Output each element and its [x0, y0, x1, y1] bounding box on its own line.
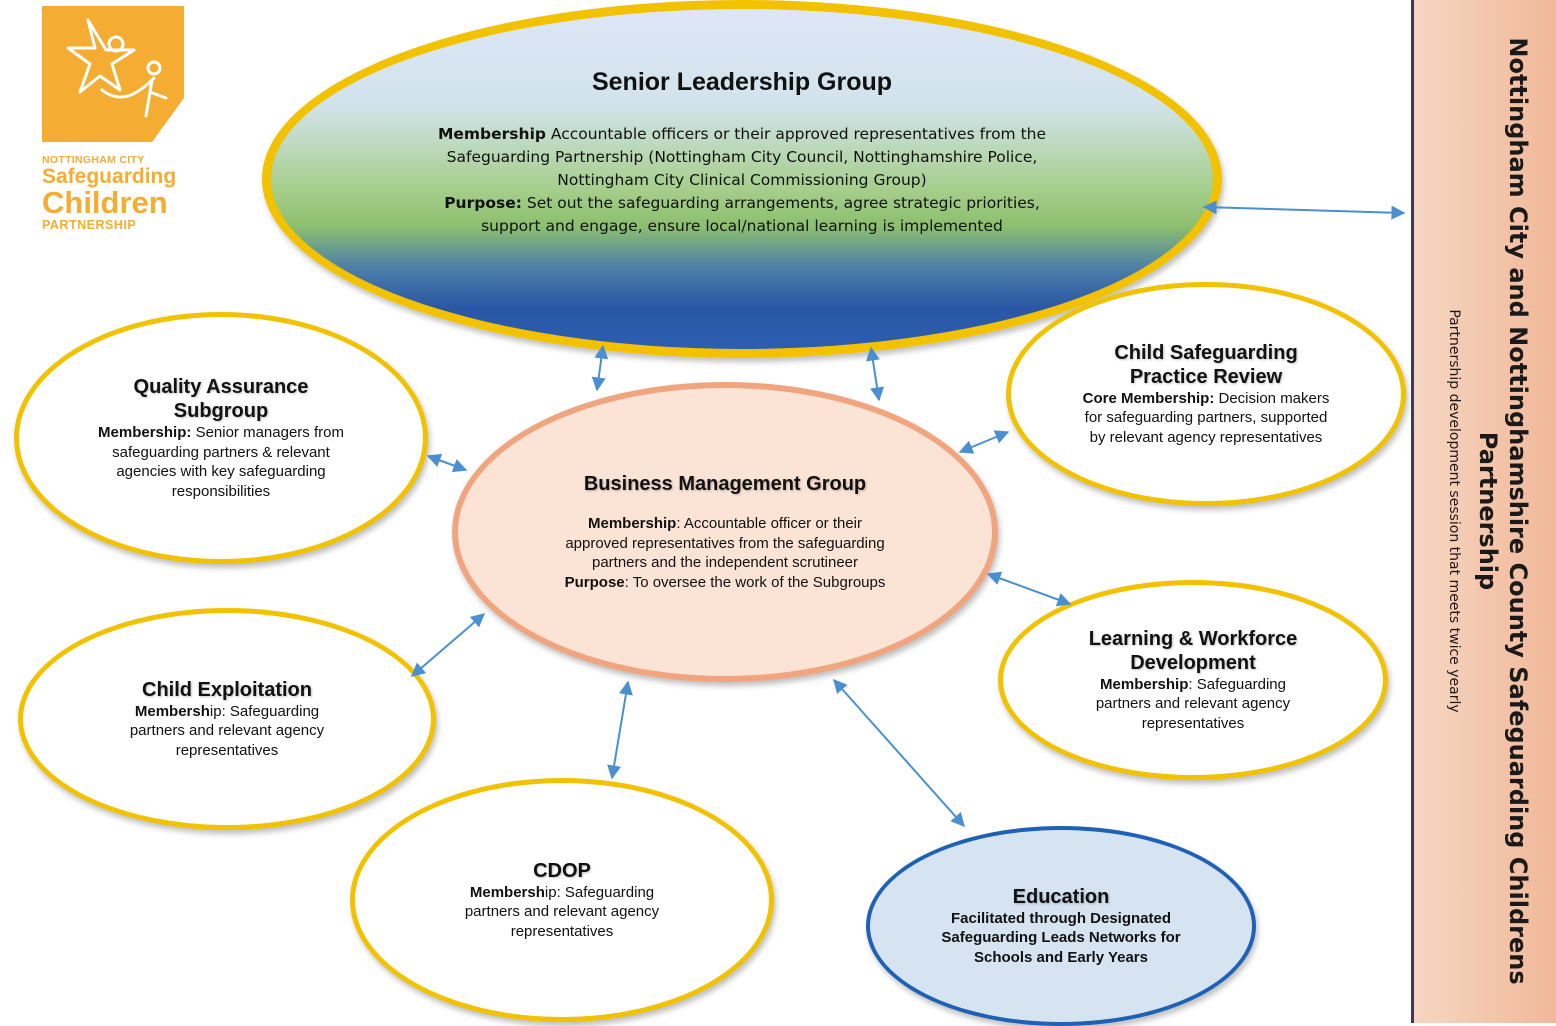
education-node: Education Facilitated through Designated…: [866, 826, 1256, 1026]
purpose-text: Set out the safeguarding arrangements, a…: [481, 194, 1040, 235]
membership-text: Decision makers for safeguarding partner…: [1084, 389, 1330, 446]
partnership-side-panel: Nottingham City and Nottinghamshire Coun…: [1411, 0, 1556, 1023]
membership-text: ip: Safeguarding partners and relevant a…: [129, 702, 325, 759]
membership-text: : Safeguarding partners and relevant age…: [1095, 675, 1291, 732]
node-title: Senior Leadership Group: [591, 68, 893, 96]
arrow-review-bmg: [958, 430, 1010, 454]
quality-assurance-node: Quality Assurance Subgroup Membership: S…: [14, 312, 428, 564]
membership-label: Membership: [587, 515, 677, 532]
child-exploitation-node: Child Exploitation Membership: Safeguard…: [18, 608, 436, 830]
arrow-cdop-bmg: [607, 680, 633, 780]
logo-star-figure-icon: [42, 6, 184, 142]
arrow-slg-partnership: [1202, 200, 1406, 220]
arrow-education-bmg: [833, 678, 965, 828]
node-title: Education: [1012, 885, 1110, 908]
practice-review-node: Child Safeguarding Practice Review Core …: [1006, 282, 1406, 506]
membership-label: Membership: [1100, 675, 1189, 693]
membership-label: Membership: [437, 125, 546, 143]
logo-line-3: Children: [42, 185, 168, 220]
education-body: Facilitated through Designated Safeguard…: [941, 909, 1181, 966]
arrow-learning-bmg: [986, 571, 1072, 607]
arrow-slg-bmg-left: [591, 344, 609, 392]
learning-workforce-node: Learning & Workforce Development Members…: [998, 580, 1388, 780]
purpose-label: Purpose:: [444, 194, 522, 212]
arrow-slg-bmg-right: [865, 346, 885, 402]
membership-text: Accountable officers or their approved r…: [446, 125, 1047, 189]
node-title: CDOP: [533, 859, 591, 882]
membership-label: Membership:: [98, 424, 192, 441]
logo-line-2: Safeguarding: [42, 165, 177, 188]
membership-label: Core Membership:: [1082, 389, 1215, 407]
node-title: Business Management Group: [583, 473, 867, 495]
senior-leadership-group-node: Senior Leadership Group Membership Accou…: [262, 0, 1222, 358]
membership-text: Senior managers from safeguarding partne…: [112, 424, 344, 500]
partnership-logo: NOTTINGHAM CITY Safeguarding Children PA…: [42, 6, 188, 238]
arrow-exploitation-bmg: [410, 613, 486, 677]
node-title: Child Exploitation: [142, 678, 312, 701]
business-management-group-node: Business Management Group Membership: Ac…: [452, 382, 998, 682]
arrow-qa-bmg: [426, 453, 468, 473]
membership-label: Membersh: [469, 883, 545, 901]
logo-line-4: PARTNERSHIP: [42, 218, 137, 232]
purpose-text: : To oversee the work of the Subgroups: [624, 573, 886, 591]
membership-label: Membersh: [134, 702, 210, 720]
logo-line-1: NOTTINGHAM CITY: [42, 154, 145, 166]
node-title: Learning & Workforce Development: [1088, 627, 1298, 674]
purpose-label: Purpose: [564, 573, 625, 591]
node-title: Quality Assurance Subgroup: [133, 376, 309, 422]
node-title: Child Safeguarding Practice Review: [1114, 341, 1298, 388]
membership-text: ip: Safeguarding partners and relevant a…: [464, 883, 660, 940]
cdop-node: CDOP Membership: Safeguarding partners a…: [350, 778, 774, 1022]
membership-text: : Accountable officer or their approved …: [565, 515, 885, 571]
